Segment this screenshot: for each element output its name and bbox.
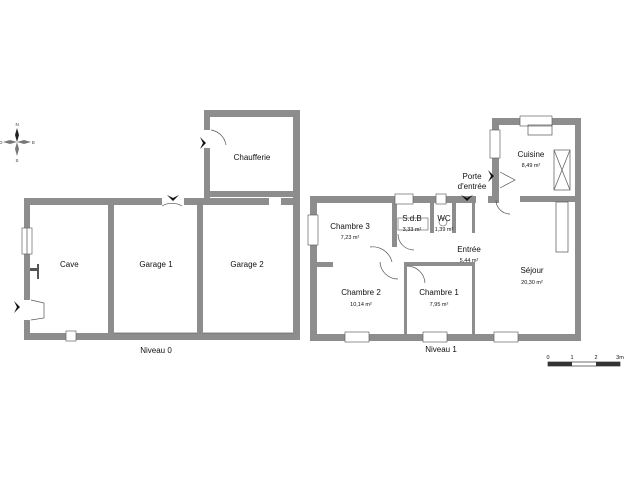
- compass-rose-icon: N E O S: [0, 122, 35, 163]
- compass-east-label: E: [32, 140, 35, 145]
- room-cuisine-area: 8,49 m²: [522, 163, 541, 169]
- room-sdb-name: S.d.B: [402, 214, 422, 223]
- scale-tick-3: 3m: [616, 355, 624, 361]
- entrance-door-label-line-1: Porte: [462, 172, 482, 181]
- room-chambre-3-name: Chambre 3: [330, 222, 370, 231]
- entrance-door-label-line-2: d'entrée: [458, 182, 487, 191]
- room-entree-area: 5,44 m²: [460, 258, 479, 264]
- room-garage-2-name: Garage 2: [230, 260, 264, 269]
- room-chambre-2-area: 10,14 m²: [350, 302, 372, 308]
- scale-tick-0: 0: [546, 355, 549, 361]
- room-garage-1-name: Garage 1: [139, 260, 173, 269]
- room-chambre-1-area: 7,95 m²: [430, 302, 449, 308]
- scale-tick-1: 1: [570, 355, 573, 361]
- scale-bar: 0 1 2 3m: [546, 355, 624, 367]
- compass-west-label: O: [0, 140, 3, 145]
- room-chambre-2-name: Chambre 2: [341, 288, 381, 297]
- room-chambre-1-name: Chambre 1: [419, 288, 459, 297]
- room-cave-name: Cave: [60, 260, 79, 269]
- level-1-label: Niveau 1: [425, 345, 457, 354]
- room-wc-area: 1,39 m²: [435, 227, 454, 233]
- room-chambre-3-area: 7,23 m²: [341, 235, 360, 241]
- level-0-label: Niveau 0: [140, 346, 172, 355]
- room-wc-name: WC: [437, 214, 451, 223]
- compass-north-label: N: [16, 122, 19, 127]
- scale-tick-2: 2: [594, 355, 597, 361]
- room-sejour-name: Séjour: [520, 266, 543, 275]
- room-sejour-area: 20,30 m²: [521, 280, 543, 286]
- room-chaufferie-name: Chaufferie: [234, 153, 271, 162]
- room-sdb-area: 3,33 m²: [403, 227, 422, 233]
- room-cuisine-name: Cuisine: [518, 150, 545, 159]
- level-1-plan: [307, 115, 581, 343]
- level-0-plan: [14, 110, 300, 342]
- compass-south-label: S: [16, 158, 19, 163]
- room-entree-name: Entrée: [457, 245, 481, 254]
